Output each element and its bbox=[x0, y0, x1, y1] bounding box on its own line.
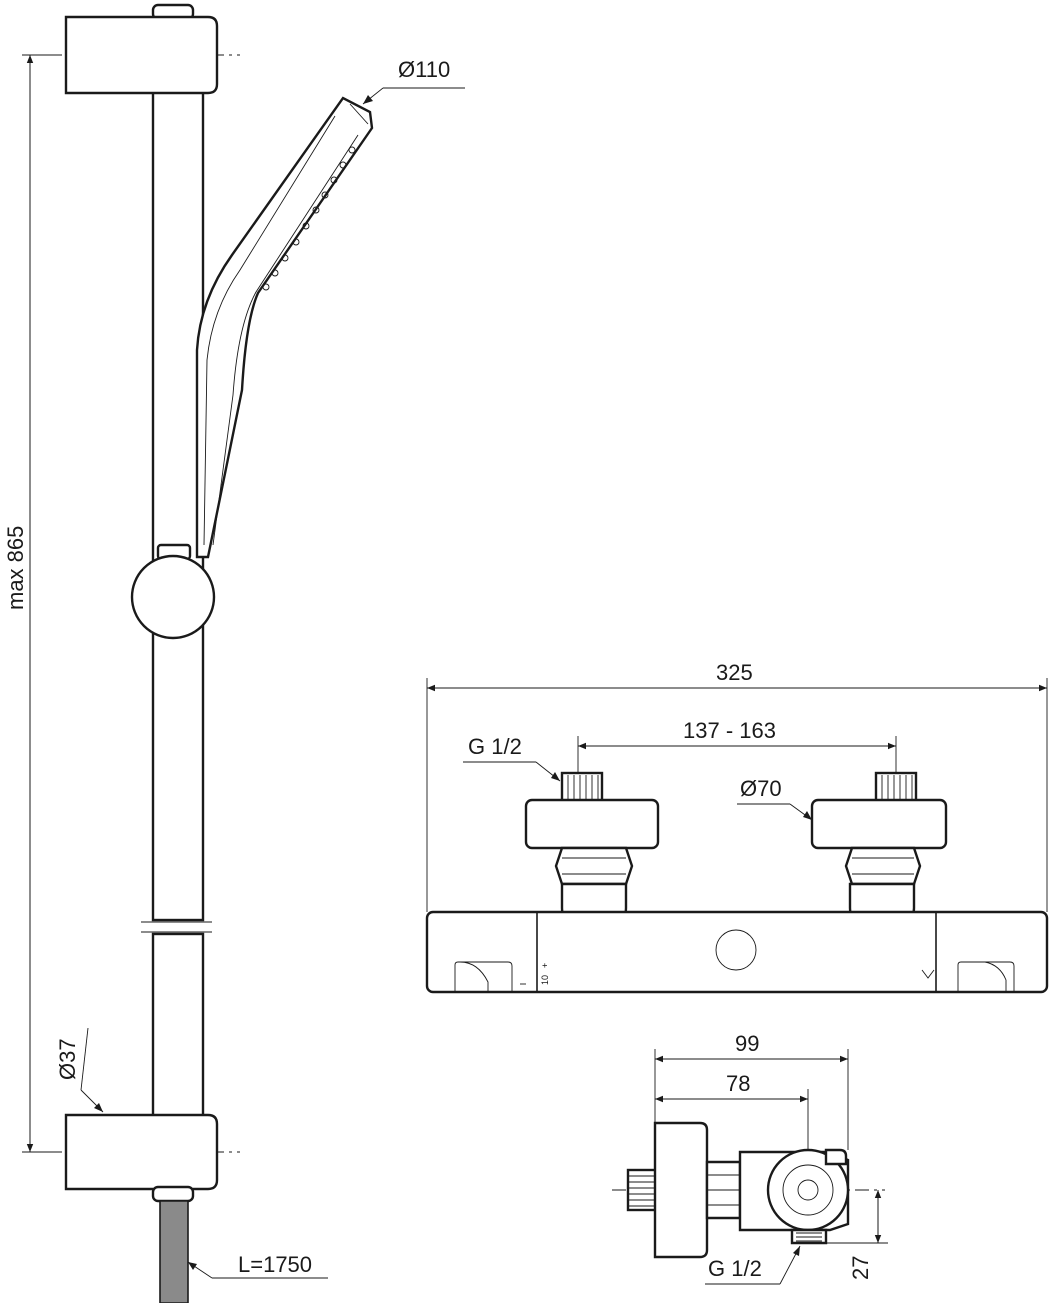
overall-width-label: 325 bbox=[716, 660, 753, 685]
head-diameter-callout: Ø110 bbox=[362, 57, 465, 105]
spray-nozzles bbox=[262, 146, 356, 291]
thread-label: G 1/2 bbox=[468, 734, 522, 759]
wall-to-outlet-dimension: 78 bbox=[655, 1071, 809, 1160]
hose-length-callout: L=1750 bbox=[187, 1252, 328, 1279]
hose-length-label: L=1750 bbox=[238, 1252, 312, 1277]
rail-tube bbox=[141, 86, 212, 1126]
centres-label: 137 - 163 bbox=[683, 718, 776, 743]
outlet-thread-callout: G 1/2 bbox=[705, 1245, 801, 1285]
depth-dimension: 99 bbox=[654, 1031, 849, 1150]
depth-label: 99 bbox=[735, 1031, 759, 1056]
bottom-wall-bracket bbox=[64, 1113, 219, 1203]
diverter-outlet bbox=[715, 929, 757, 971]
mixer-front-view: 325 137 - 163 bbox=[425, 660, 1049, 994]
thread-callout: G 1/2 bbox=[463, 734, 561, 782]
eccentric-diameter-label: Ø70 bbox=[740, 776, 782, 801]
height-label: max 865 bbox=[3, 526, 28, 610]
centres-dimension: 137 - 163 bbox=[577, 718, 897, 772]
shower-rail-set: max 865 bbox=[3, 3, 465, 1303]
shower-hose bbox=[159, 1200, 189, 1303]
rail-diameter-callout: Ø37 bbox=[55, 1027, 104, 1113]
slider-holder bbox=[130, 543, 216, 640]
outlet-height-dimension: 27 bbox=[826, 1190, 888, 1280]
wall-connector bbox=[626, 1121, 742, 1259]
right-inlet-connection bbox=[810, 771, 948, 930]
height-dimension: max 865 bbox=[3, 54, 60, 1153]
wall-to-outlet-label: 78 bbox=[726, 1071, 750, 1096]
eccentric-diameter-callout: Ø70 bbox=[737, 776, 813, 821]
head-diameter-label: Ø110 bbox=[398, 57, 450, 82]
temperature-scale-plus: + bbox=[540, 963, 550, 968]
outlet-thread-label: G 1/2 bbox=[708, 1256, 762, 1281]
outlet-height-label: 27 bbox=[848, 1256, 873, 1280]
body-cross-section bbox=[738, 1148, 850, 1245]
hand-shower bbox=[195, 96, 374, 559]
rail-diameter-label: Ø37 bbox=[55, 1038, 80, 1080]
mixer-side-view: 99 78 bbox=[612, 1031, 888, 1285]
temperature-scale-mark: 10 bbox=[540, 975, 550, 985]
left-inlet-connection bbox=[524, 771, 660, 930]
overall-width-dimension: 325 bbox=[426, 660, 1048, 912]
mixer-body: 10 + bbox=[425, 910, 1049, 994]
top-wall-bracket bbox=[64, 3, 219, 95]
